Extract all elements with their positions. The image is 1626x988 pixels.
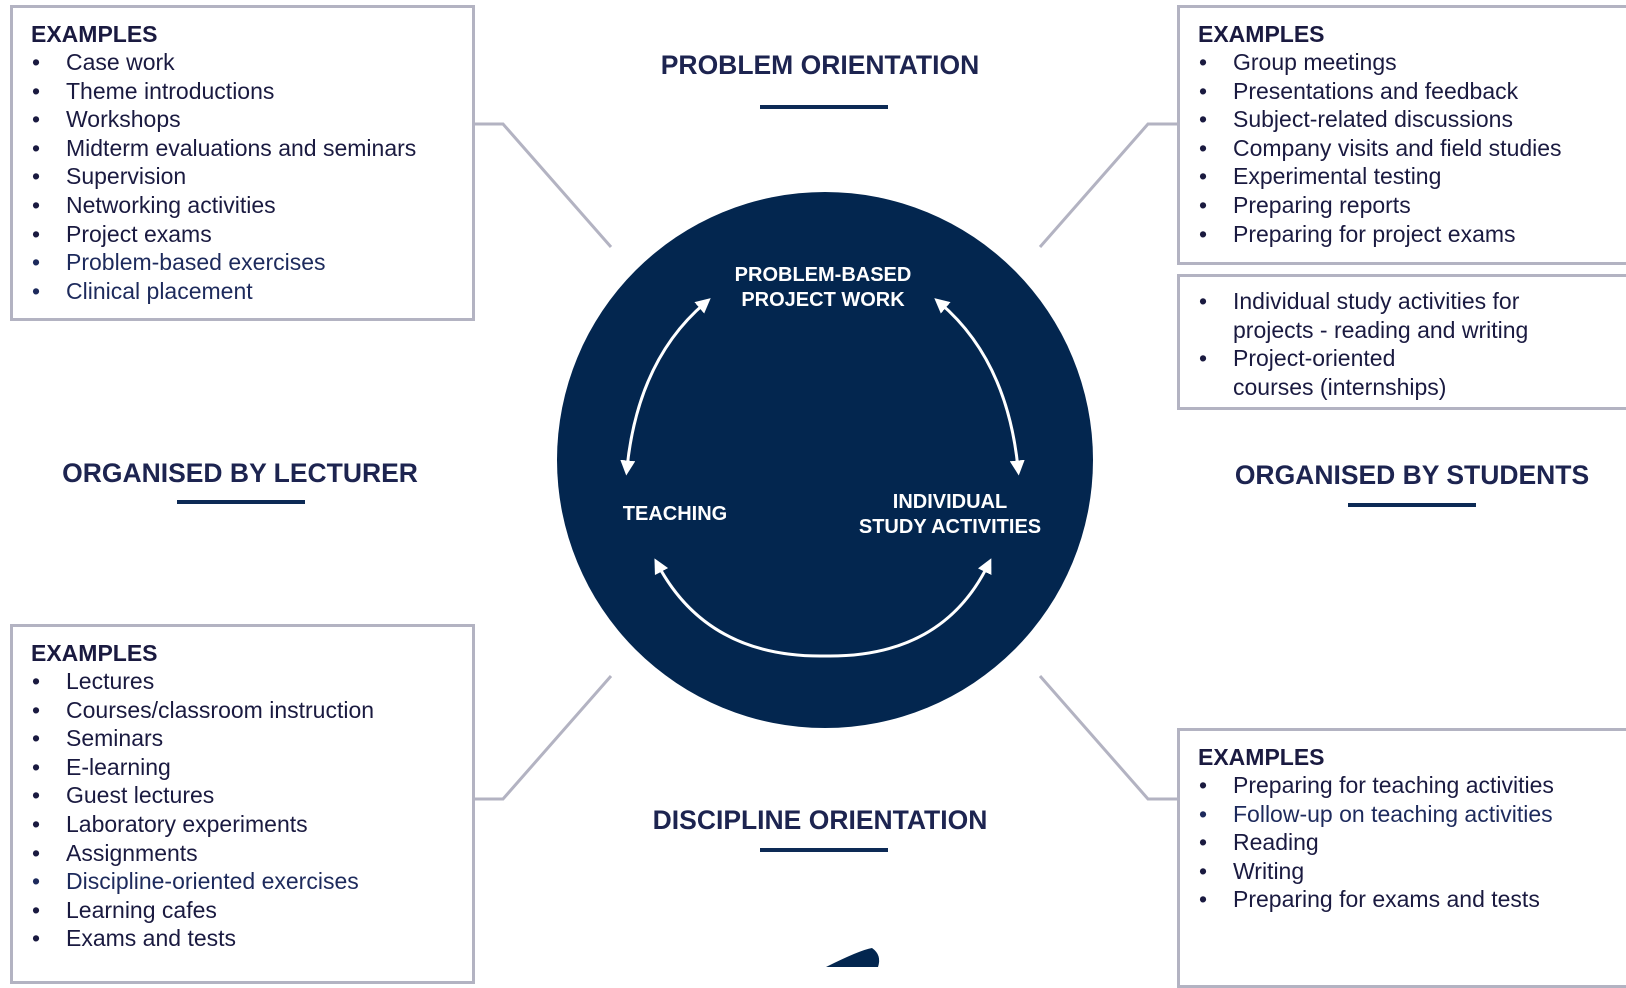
list-item: Experimental testing xyxy=(1198,162,1624,191)
list-item: Project-oriented courses (internships) xyxy=(1198,344,1624,401)
underline-organised-by-lecturer xyxy=(177,500,305,504)
examples-box-bottom-right: EXAMPLES Preparing for teaching activiti… xyxy=(1177,728,1626,988)
arrow-teaching-to-project xyxy=(620,298,711,476)
list-item: Learning cafes xyxy=(31,896,462,925)
list-item: Follow-up on teaching activities xyxy=(1198,800,1624,829)
arrow-project-to-study xyxy=(934,298,1025,476)
examples-list: Case work Theme introductions Workshops … xyxy=(31,48,462,305)
box-title: EXAMPLES xyxy=(31,21,158,47)
connector-top-right xyxy=(1038,122,1177,248)
list-item: Theme introductions xyxy=(31,77,462,106)
list-item: Presentations and feedback xyxy=(1198,77,1624,106)
list-item: Workshops xyxy=(31,105,462,134)
heading-organised-by-lecturer: ORGANISED BY LECTURER xyxy=(62,458,418,488)
list-item: Subject-related discussions xyxy=(1198,105,1624,134)
examples-list: Individual study activities for projects… xyxy=(1198,287,1624,401)
examples-box-top-left: EXAMPLES Case work Theme introductions W… xyxy=(10,5,475,321)
arrow-teaching-to-study xyxy=(654,558,992,658)
connector-bottom-left xyxy=(475,675,613,801)
list-item: Laboratory experiments xyxy=(31,810,462,839)
list-item: Preparing reports xyxy=(1198,191,1624,220)
list-item: Writing xyxy=(1198,857,1624,886)
label-problem-based-project-work: PROBLEM-BASED PROJECT WORK xyxy=(734,264,912,311)
heading-problem-orientation: PROBLEM ORIENTATION xyxy=(660,50,980,80)
label-individual-study-activities: INDIVIDUAL STUDY ACTIVITIES xyxy=(858,491,1042,538)
list-item: Networking activities xyxy=(31,191,462,220)
list-item: Supervision xyxy=(31,162,462,191)
connector-bottom-right xyxy=(1038,675,1177,801)
heading-discipline-orientation: DISCIPLINE ORIENTATION xyxy=(652,805,988,835)
examples-box-top-right: EXAMPLES Group meetings Presentations an… xyxy=(1177,5,1626,265)
list-item: E-learning xyxy=(31,753,462,782)
examples-box-bottom-left: EXAMPLES Lectures Courses/classroom inst… xyxy=(10,624,475,984)
list-item: Courses/classroom instruction xyxy=(31,696,462,725)
list-item: Guest lectures xyxy=(31,781,462,810)
list-item: Preparing for project exams xyxy=(1198,220,1624,249)
box-title: EXAMPLES xyxy=(1198,21,1325,47)
underline-discipline-orientation xyxy=(760,848,888,852)
box-title: EXAMPLES xyxy=(1198,744,1325,770)
list-item: Exams and tests xyxy=(31,924,462,953)
list-item: Assignments xyxy=(31,839,462,868)
examples-list: Group meetings Presentations and feedbac… xyxy=(1198,48,1624,248)
examples-box-middle-right: Individual study activities for projects… xyxy=(1177,274,1626,410)
underline-problem-orientation xyxy=(760,105,888,109)
list-item: Midterm evaluations and seminars xyxy=(31,134,462,163)
heading-organised-by-students: ORGANISED BY STUDENTS xyxy=(1234,460,1590,490)
logo-swoosh-icon xyxy=(826,948,880,967)
label-teaching: TEACHING xyxy=(622,503,728,525)
list-item: Company visits and field studies xyxy=(1198,134,1624,163)
examples-list: Preparing for teaching activities Follow… xyxy=(1198,771,1624,914)
list-item: Individual study activities for projects… xyxy=(1198,287,1624,344)
connector-top-left xyxy=(475,122,613,248)
list-item: Reading xyxy=(1198,828,1624,857)
list-item: Case work xyxy=(31,48,462,77)
list-item: Seminars xyxy=(31,724,462,753)
list-item: Problem-based exercises xyxy=(31,248,462,277)
list-item: Clinical placement xyxy=(31,277,462,306)
list-item: Lectures xyxy=(31,667,462,696)
list-item: Preparing for teaching activities xyxy=(1198,771,1624,800)
examples-list: Lectures Courses/classroom instruction S… xyxy=(31,667,462,953)
box-title: EXAMPLES xyxy=(31,640,158,666)
list-item: Group meetings xyxy=(1198,48,1624,77)
underline-organised-by-students xyxy=(1348,503,1476,507)
list-item: Preparing for exams and tests xyxy=(1198,885,1624,914)
list-item: Project exams xyxy=(31,220,462,249)
list-item: Discipline-oriented exercises xyxy=(31,867,462,896)
diagram-canvas xyxy=(475,122,1177,967)
